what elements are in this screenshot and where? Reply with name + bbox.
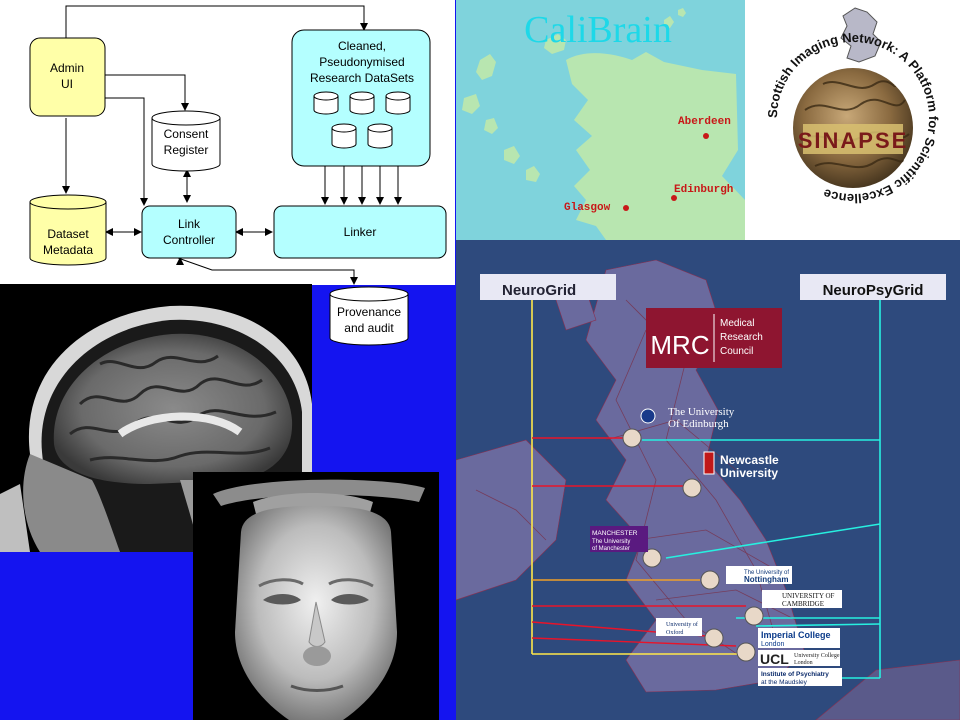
- head-surface-render-image: [193, 472, 439, 720]
- london-marker: [736, 642, 756, 662]
- manchester-marker: [642, 548, 662, 568]
- sinapse-logo: SINAPSE Scottish Imaging Network: A Plat…: [745, 0, 960, 245]
- consent-register-node: Consent Register: [151, 110, 221, 172]
- city-aberdeen: Aberdeen: [678, 116, 731, 139]
- mrc-line-3: Council: [720, 346, 753, 357]
- dataset-metadata-node: Dataset Metadata: [29, 194, 107, 266]
- neurogrid-title: NeuroGrid: [502, 282, 576, 299]
- nottingham-bg: [726, 566, 792, 584]
- nottingham-line-2: Nottingham: [744, 575, 788, 584]
- iop-bg: [758, 668, 842, 686]
- ucl-abbr: UCL: [760, 651, 789, 667]
- link-controller-line-1: Link: [178, 217, 201, 231]
- ucl-line-2: London: [794, 660, 813, 666]
- newcastle-marker: [682, 478, 702, 498]
- neurogrid-connectors: [531, 300, 746, 655]
- sinapse-badge-bg: [803, 124, 903, 154]
- cambridge-line-1: UNIVERSITY OF: [782, 592, 835, 600]
- provenance-line-2: and audit: [344, 321, 394, 335]
- calibrain-title: CaliBrain: [524, 9, 672, 51]
- city-glasgow-dot: [623, 205, 629, 211]
- nottingham-label: The University of Nottingham: [726, 566, 792, 584]
- neuropsygrid-header-bg: [800, 274, 946, 300]
- imperial-bg: [758, 628, 840, 648]
- city-glasgow-label: Glasgow: [564, 202, 611, 214]
- mrc-line-2: Research: [720, 332, 763, 343]
- neuropsygrid-header: NeuroPsyGrid: [800, 274, 946, 300]
- datasets-line-2: Pseudonymised: [319, 55, 404, 69]
- mrc-logo: MRC Medical Research Council: [646, 308, 782, 368]
- city-glasgow: Glasgow: [564, 202, 629, 214]
- site-markers: [622, 428, 764, 662]
- western-isles: [462, 8, 686, 182]
- manchester-line-3: of Manchester: [592, 546, 630, 552]
- neurogrid-uk-map: NeuroGrid NeuroPsyGrid MRC Medical Resea…: [456, 240, 960, 720]
- manchester-bg: [590, 526, 648, 552]
- sinapse-badge-text: SINAPSE: [798, 128, 909, 153]
- mrc-line-1: Medical: [720, 318, 754, 329]
- edinburgh-marker: [622, 428, 642, 448]
- neuropsygrid-title: NeuroPsyGrid: [823, 282, 924, 299]
- nottingham-marker: [700, 570, 720, 590]
- city-aberdeen-dot: [703, 133, 709, 139]
- provenance-line-1: Provenance: [337, 305, 401, 319]
- metadata-line-1: Dataset: [47, 227, 89, 241]
- cambridge-label: UNIVERSITY OF CAMBRIDGE: [762, 590, 842, 608]
- oxford-bg: [656, 618, 702, 636]
- ucl-line-1: University College: [794, 653, 840, 659]
- research-datasets-node: Cleaned, Pseudonymised Research DataSets: [291, 29, 431, 167]
- edinburgh-line-1: The University: [668, 406, 735, 418]
- edinburgh-line-2: Of Edinburgh: [668, 418, 729, 430]
- newcastle-line-1: Newcastle: [720, 453, 779, 467]
- oxford-marker: [704, 628, 724, 648]
- link-controller-line-2: Controller: [163, 233, 215, 247]
- oxford-label: University of Oxford: [656, 618, 702, 636]
- city-aberdeen-label: Aberdeen: [678, 116, 731, 128]
- link-controller-node: Link Controller: [141, 205, 237, 259]
- cambridge-line-2: CAMBRIDGE: [782, 600, 824, 608]
- nottingham-line-1: The University of: [744, 570, 789, 576]
- neuropsygrid-connectors: [642, 300, 881, 679]
- imperial-line-2: London: [761, 641, 784, 648]
- cambridge-bg: [762, 590, 842, 608]
- oxford-line-1: University of: [666, 621, 698, 628]
- iop-line-2: at the Maudsley: [761, 679, 808, 686]
- system-architecture-diagram: Admin UI Cleaned, Pseudonymised Research…: [0, 0, 455, 285]
- scotland-mainland: [566, 52, 745, 240]
- ucl-label: UCL University College London: [758, 650, 840, 667]
- city-edinburgh-dot: [671, 195, 677, 201]
- neurogrid-header-bg: [480, 274, 616, 300]
- city-edinburgh: Edinburgh: [671, 184, 733, 201]
- consent-line-2: Register: [164, 143, 209, 157]
- datasets-line-1: Cleaned,: [338, 39, 386, 53]
- imperial-label: Imperial College London: [758, 628, 840, 648]
- metadata-line-2: Metadata: [43, 243, 93, 257]
- manchester-line-1: MANCHESTER: [592, 530, 638, 537]
- ucl-bg: [758, 650, 840, 666]
- newcastle-line-2: University: [720, 466, 778, 480]
- admin-ui-node: Admin UI: [29, 37, 106, 117]
- datasets-line-3: Research DataSets: [310, 71, 414, 85]
- neurogrid-header: NeuroGrid: [480, 274, 616, 300]
- calibrain-scotland-map: CaliBrain Aberdeen Edinburgh Glasgow: [456, 0, 745, 240]
- consent-line-1: Consent: [164, 127, 209, 141]
- admin-ui-line-2: UI: [61, 77, 73, 91]
- imperial-line-1: Imperial College: [761, 630, 831, 640]
- cambridge-marker: [744, 606, 764, 626]
- admin-ui-line-1: Admin: [50, 61, 84, 75]
- dataset-cylinders: [313, 91, 411, 149]
- iop-label: Institute of Psychiatry at the Maudsley: [758, 668, 842, 686]
- provenance-audit-node: Provenance and audit: [329, 286, 409, 346]
- edinburgh-label: The University Of Edinburgh: [640, 406, 735, 430]
- manchester-label: MANCHESTER The University of Manchester: [590, 526, 648, 552]
- manchester-line-2: The University: [592, 539, 630, 545]
- oxford-line-2: Oxford: [666, 629, 683, 636]
- city-edinburgh-label: Edinburgh: [674, 184, 733, 196]
- linker-label: Linker: [344, 225, 377, 239]
- linker-node: Linker: [273, 205, 447, 259]
- mrc-abbr: MRC: [650, 330, 709, 360]
- newcastle-label: Newcastle University: [703, 451, 779, 480]
- iop-line-1: Institute of Psychiatry: [761, 671, 829, 678]
